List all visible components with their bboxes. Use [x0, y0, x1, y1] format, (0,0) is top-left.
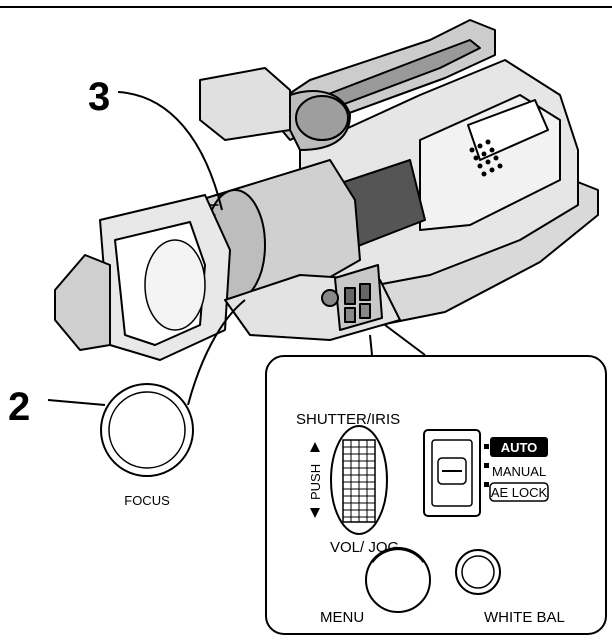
- side-switch-d: [359, 303, 371, 319]
- push-arrow-icon: PUSH: [308, 442, 323, 518]
- ae-lock-label: AE LOCK: [491, 485, 548, 500]
- mode-switch: [423, 429, 481, 517]
- callout-leaders: [47, 91, 509, 433]
- side-switch-b: [359, 283, 371, 301]
- lens-reflection: [144, 239, 206, 331]
- jog-dial: [330, 425, 388, 535]
- viewfinder: [199, 67, 291, 141]
- leader-3: [117, 91, 223, 211]
- callout-2: 2: [8, 385, 30, 429]
- ae-lock-badge: [489, 482, 549, 502]
- speaker-grille: [469, 139, 503, 177]
- white-bal-label: WHITE BAL: [484, 609, 565, 626]
- inset-pointer-left: [369, 334, 373, 356]
- auto-badge: [490, 437, 548, 457]
- white-bal-button: [455, 549, 501, 595]
- side-switch-c: [344, 307, 356, 323]
- auto-label: AUTO: [501, 440, 538, 455]
- leader-focus: [187, 299, 246, 406]
- camcorder-illustration: [54, 19, 599, 361]
- side-panel-window: [467, 99, 549, 161]
- switch-markers: [484, 444, 489, 487]
- push-label: PUSH: [308, 464, 323, 500]
- inset-pointer-right: [384, 324, 426, 356]
- eyecup-rubber: [295, 95, 349, 141]
- menu-button: [365, 547, 431, 613]
- side-switch-a: [344, 287, 356, 305]
- manual-label: MANUAL: [492, 464, 546, 479]
- focus-label: FOCUS: [124, 493, 170, 508]
- front-grip: [54, 254, 111, 351]
- leader-2: [47, 399, 106, 406]
- focus-dial: [100, 383, 194, 477]
- shutter-iris-label: SHUTTER/IRIS: [296, 411, 400, 428]
- menu-label: MENU: [320, 609, 364, 626]
- side-knob: [321, 289, 339, 307]
- callout-3: 3: [88, 75, 110, 119]
